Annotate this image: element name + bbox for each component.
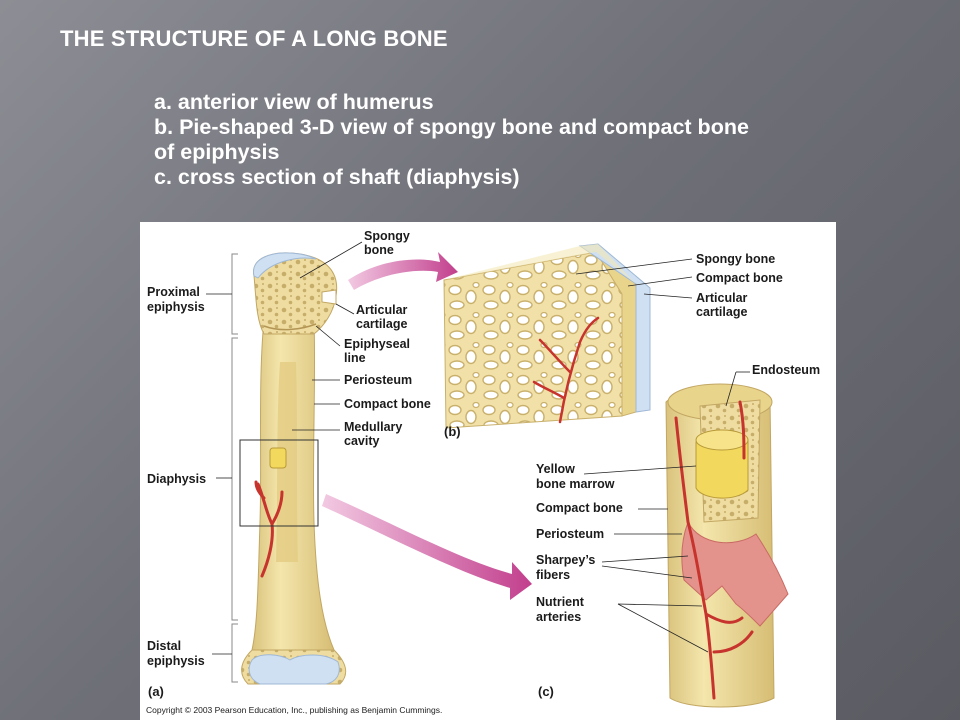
label-articular-b2: cartilage <box>696 305 747 319</box>
label-yellow-1: Yellow <box>536 462 575 476</box>
label-endosteum: Endosteum <box>752 363 820 377</box>
label-articular-b1: Articular <box>696 291 748 305</box>
head-notch <box>321 289 337 305</box>
periosteum-flap <box>681 520 789 627</box>
nutrient-arteries-c <box>674 400 754 700</box>
humerus-illustration <box>239 252 347 685</box>
label-sharpey-1: Sharpey’s <box>536 553 595 567</box>
label-periosteum-a: Periosteum <box>344 373 412 387</box>
label-spongy-bone-b: Spongy bone <box>696 252 775 266</box>
bullet-list: a. anterior view of humerus b. Pie-shape… <box>154 90 924 190</box>
label-articular-a2: cartilage <box>356 317 407 331</box>
label-periosteum-c: Periosteum <box>536 527 604 541</box>
label-distal: Distal <box>147 639 181 653</box>
label-diaphysis: Diaphysis <box>147 472 206 486</box>
yellow-marrow-top <box>695 429 749 451</box>
label-proximal-epiphysis: epiphysis <box>147 300 205 314</box>
shaft-artery <box>254 480 284 578</box>
bone-diagram: Proximal epiphysis Diaphysis Distal epip… <box>146 229 820 715</box>
arrow-to-panel-b <box>348 252 458 290</box>
panel-a-leader-lines <box>292 241 363 431</box>
label-medullary-1: Medullary <box>344 420 402 434</box>
label-compact-bone-b: Compact bone <box>696 271 783 285</box>
arrow-to-panel-c <box>322 494 532 600</box>
distal-articular-cartilage <box>248 654 340 685</box>
section-box <box>239 439 319 527</box>
proximal-articular-cartilage <box>253 252 317 279</box>
label-yellow-2: bone marrow <box>536 477 615 491</box>
label-medullary-2: cavity <box>344 434 379 448</box>
panel-label-a: (a) <box>148 684 164 699</box>
label-spongy-bone-a1: Spongy <box>364 229 410 243</box>
bone-figure: Proximal epiphysis Diaphysis Distal epip… <box>140 222 836 720</box>
label-nutrient-2: arteries <box>536 610 581 624</box>
slide-title: THE STRUCTURE OF A LONG BONE <box>60 26 448 51</box>
panel-label-c: (c) <box>538 684 554 699</box>
panel-b-leader-lines <box>575 258 693 299</box>
label-proximal: Proximal <box>147 285 200 299</box>
spongy-wedge-illustration <box>443 243 651 429</box>
label-epiphyseal-1: Epiphyseal <box>344 337 410 351</box>
bullet-a: a. anterior view of humerus <box>154 90 434 114</box>
wedge-spongy-face <box>443 251 623 429</box>
label-compact-bone-a: Compact bone <box>344 397 431 411</box>
epiphyseal-line <box>263 323 317 331</box>
copyright-notice: Copyright © 2003 Pearson Education, Inc.… <box>146 705 442 715</box>
wedge-artery <box>532 316 600 424</box>
region-brackets <box>206 253 238 683</box>
marrow-plug <box>269 447 287 469</box>
bullet-b-continued: of epiphysis <box>154 140 280 164</box>
label-compact-bone-c: Compact bone <box>536 501 623 515</box>
label-articular-a1: Articular <box>356 303 408 317</box>
panel-c-leader-lines <box>583 371 750 653</box>
label-distal-epiphysis: epiphysis <box>147 654 205 668</box>
label-sharpey-2: fibers <box>536 568 570 582</box>
panel-label-b: (b) <box>444 424 461 439</box>
shaft-section-illustration <box>665 383 789 708</box>
label-spongy-bone-a2: bone <box>364 243 394 257</box>
medullary-cavity <box>276 362 298 562</box>
label-epiphyseal-2: line <box>344 351 366 365</box>
bullet-c: c. cross section of shaft (diaphysis) <box>154 165 520 189</box>
label-nutrient-1: Nutrient <box>536 595 585 609</box>
bullet-b: b. Pie-shaped 3-D view of spongy bone an… <box>154 115 749 139</box>
